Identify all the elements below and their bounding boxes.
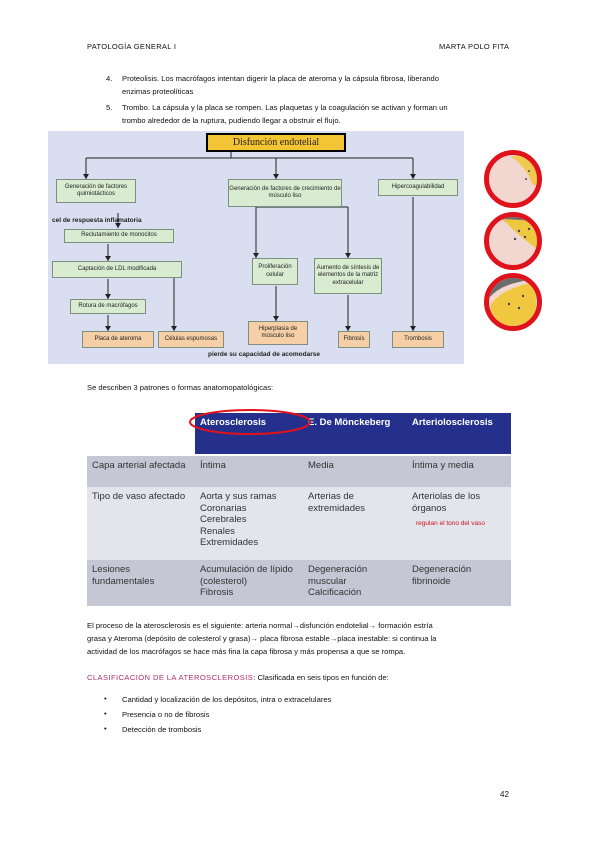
- bullet-dot-icon: •: [104, 694, 107, 703]
- list-item-line: Trombo. La cápsula y la placa se rompen.…: [122, 103, 448, 112]
- table-cell-text: Arteriolas de los órganos: [412, 491, 481, 514]
- paragraph-line: actividad de los macrófagos se hace más …: [87, 647, 406, 656]
- paragraph-line: grasa y Ateroma (depósito de colesterol …: [87, 634, 437, 643]
- flow-note: cel de respuesta inflamatoria: [52, 217, 142, 224]
- running-header-right: MARTA POLO FITA: [439, 42, 510, 51]
- classification-heading: CLASIFICACIÓN DE LA ATEROSCLEROSIS: Clas…: [87, 671, 517, 684]
- table-cell: Arteriolas de los órganos regulan el ton…: [407, 487, 511, 560]
- list-item-text: Proteolisis. Los macrófagos intentan dig…: [122, 72, 522, 98]
- flow-box: Hipercoagulabilidad: [378, 179, 458, 196]
- table-cell: Media: [303, 456, 407, 487]
- list-item-number: 5.: [106, 103, 113, 112]
- bullet-item: Presencia o no de fibrosis: [122, 710, 210, 719]
- table-row: Capa arterial afectada Íntima Media Ínti…: [87, 456, 511, 487]
- table-cell: Degeneración muscular Calcificación: [303, 560, 407, 606]
- table-cell: Acumulación de lípido (colesterol) Fibro…: [195, 560, 303, 606]
- flow-box: Aumento de síntesis de elementos de la m…: [314, 258, 382, 294]
- flow-box: Captación de LDL modificada: [52, 261, 182, 278]
- flow-box: Reclutamiento de monocitos: [64, 229, 174, 243]
- artery-section-image: [484, 150, 542, 208]
- table-intro: Se describen 3 patrones o formas anatomo…: [87, 383, 274, 392]
- paragraph-line: El proceso de la aterosclerosis es el si…: [87, 621, 433, 630]
- bullet-dot-icon: •: [104, 724, 107, 733]
- row-label: Capa arterial afectada: [87, 456, 195, 487]
- table-cell: Aorta y sus ramas Coronarias Cerebrales …: [195, 487, 303, 560]
- table-header: E. De Mönckeberg: [303, 413, 407, 454]
- flow-outcome-box: Hiperplasia de músculo liso: [248, 321, 308, 345]
- flow-outcome-box: Trombosis: [392, 331, 444, 348]
- highlight-circle: [189, 409, 311, 435]
- flow-outcome-box: Fibrosis: [338, 331, 370, 348]
- table-cell: Degeneración fibrinoide: [407, 560, 511, 606]
- artery-section-image: [484, 273, 542, 331]
- table-row: Tipo de vaso afectado Aorta y sus ramas …: [87, 487, 511, 560]
- list-item-text: Trombo. La cápsula y la placa se rompen.…: [122, 101, 522, 127]
- table-cell: Arterias de extremidades: [303, 487, 407, 560]
- page-number: 42: [500, 790, 509, 799]
- list-item-line: trombo alrededor de la ruptura, pudiendo…: [122, 116, 341, 125]
- list-item-line: enzimas proteolíticas: [122, 87, 194, 96]
- flow-title-box: Disfunción endotelial: [206, 133, 346, 152]
- row-label: Tipo de vaso afectado: [87, 487, 195, 560]
- flow-outcome-box: Células espumosas: [158, 331, 224, 348]
- bullet-dot-icon: •: [104, 709, 107, 718]
- flow-outcome-box: Placa de ateroma: [82, 331, 154, 348]
- flow-box: Generación de factores de crecimiento de…: [228, 179, 342, 207]
- flow-note: pierde su capacidad de acomodarse: [208, 351, 320, 358]
- classification-title: CLASIFICACIÓN DE LA ATEROSCLEROSIS: [87, 673, 254, 682]
- table-header: Arteriolosclerosis: [407, 413, 511, 454]
- flowchart-connectors: [83, 147, 416, 331]
- flow-box: Generación de factores quimiotácticos: [56, 179, 136, 203]
- table-cell: Íntima: [195, 456, 303, 487]
- artery-section-image: [484, 212, 542, 270]
- handwritten-note: regulan el tono del vaso: [416, 520, 486, 527]
- classification-rest: : Clasificada en seis tipos en función d…: [253, 673, 389, 682]
- table-cell: Íntima y media: [407, 456, 511, 487]
- running-header-left: PATOLOGÍA GENERAL I: [87, 42, 177, 51]
- endothelial-dysfunction-flowchart: Disfunción endotelial Generación de fact…: [48, 131, 464, 364]
- flow-box: Rotura de macrófagos: [70, 299, 146, 314]
- row-label: Lesiones fundamentales: [87, 560, 195, 606]
- table-row: Lesiones fundamentales Acumulación de lí…: [87, 560, 511, 606]
- bullet-item: Cantidad y localización de los depósitos…: [122, 695, 332, 704]
- list-item-line: Proteolisis. Los macrófagos intentan dig…: [122, 74, 440, 83]
- bullet-item: Detección de trombosis: [122, 725, 202, 734]
- list-item-number: 4.: [106, 74, 113, 83]
- process-paragraph: El proceso de la aterosclerosis es el si…: [87, 619, 515, 658]
- flow-box: Proliferación celular: [252, 258, 298, 285]
